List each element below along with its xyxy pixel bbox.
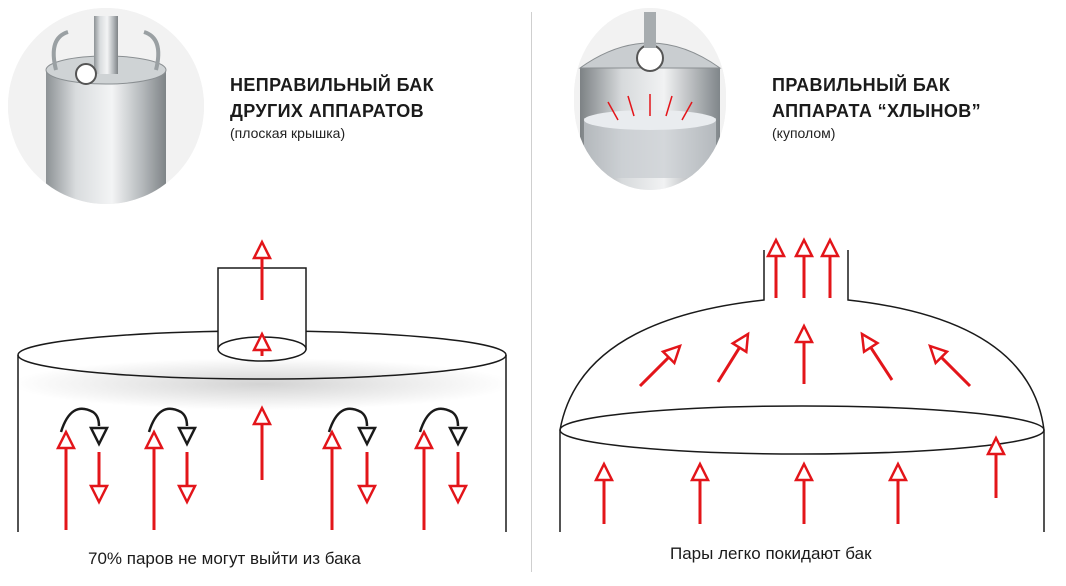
right-title: ПРАВИЛЬНЫЙ БАК АППАРАТА “ХЛЫНОВ” [772, 75, 982, 121]
rising-vapor-arrow [793, 323, 815, 384]
rising-vapor-arrow [793, 461, 815, 524]
rising-vapor-arrow [887, 461, 909, 524]
rising-vapor-arrow [638, 344, 682, 388]
falling-vapor-arrow [88, 452, 110, 505]
left-title: НЕПРАВИЛЬНЫЙ БАК ДРУГИХ АППАРАТОВ [230, 75, 435, 121]
rising-vapor-arrow [55, 429, 77, 530]
recirculation-arrow [147, 407, 198, 447]
rising-vapor-arrow [928, 344, 972, 388]
divider [531, 12, 532, 572]
falling-vapor-arrow [176, 452, 198, 505]
falling-vapor-arrow [356, 452, 378, 505]
dome-lid-tank-photo [574, 8, 726, 190]
flat-tank-diagram [12, 267, 512, 532]
rising-vapor-arrow [689, 461, 711, 524]
rising-vapor-arrow [819, 237, 841, 298]
falling-vapor-arrow [447, 452, 469, 505]
left-subtitle: (плоская крышка) [230, 125, 346, 141]
rising-vapor-arrow [593, 461, 615, 524]
right-caption: Пары легко покидают бак [670, 544, 872, 563]
rising-vapor-arrow [716, 331, 750, 383]
rising-vapor-arrow [321, 429, 343, 530]
rising-vapor-arrow [765, 237, 787, 298]
left-caption: 70% паров не могут выйти из бака [88, 549, 361, 568]
rising-vapor-arrow [793, 237, 815, 298]
rising-vapor-arrow [251, 331, 273, 356]
recirculation-arrow [327, 407, 378, 447]
rising-vapor-arrow [251, 405, 273, 480]
rising-vapor-arrow [985, 435, 1007, 498]
right-subtitle: (куполом) [772, 125, 836, 141]
rising-vapor-arrow [860, 331, 894, 381]
rising-vapor-arrow [413, 429, 435, 530]
vapor-arrows [55, 237, 1007, 530]
recirculation-arrow [59, 407, 110, 447]
rising-vapor-arrow [143, 429, 165, 530]
dome-tank-diagram [559, 250, 1045, 532]
flat-lid-tank-photo [8, 8, 204, 204]
recirculation-arrow [418, 407, 469, 447]
rising-vapor-arrow [251, 239, 273, 300]
